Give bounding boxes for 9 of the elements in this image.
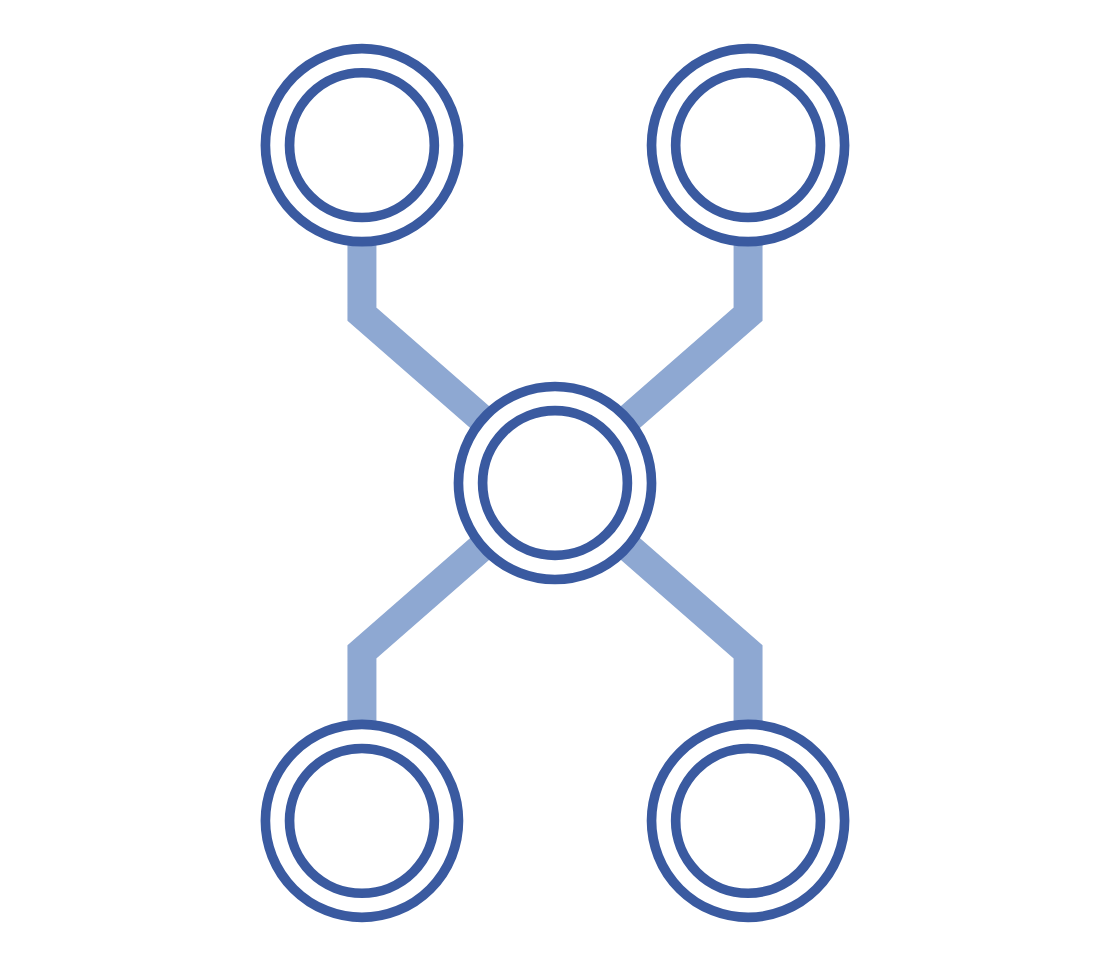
connector <box>347 535 492 725</box>
connector <box>618 535 763 725</box>
connector <box>618 241 763 431</box>
node-circle <box>646 719 850 923</box>
node-circle <box>260 719 464 923</box>
node-circle <box>646 43 850 247</box>
connector <box>347 241 492 431</box>
node-circle <box>453 381 657 585</box>
node-circle <box>260 43 464 247</box>
